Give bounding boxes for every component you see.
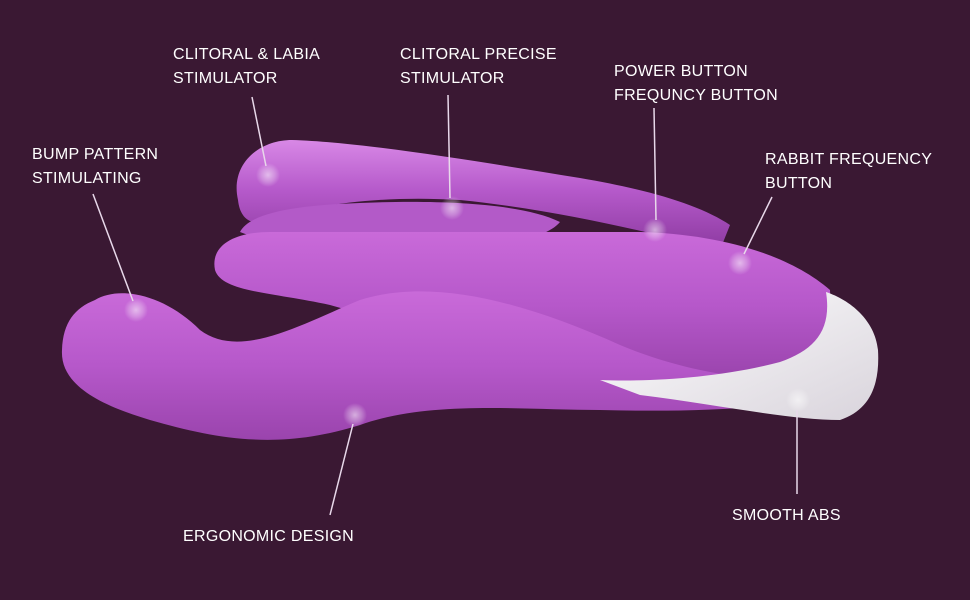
callout-power-button-line1: POWER BUTTON (614, 63, 748, 80)
callout-clitoral-labia-line2: STIMULATOR (173, 70, 278, 87)
pointer-labia (251, 96, 267, 167)
pointer-rabbit (743, 196, 773, 255)
callout-power-button-line2: FREQUNCY BUTTON (614, 87, 778, 104)
clitoral-labia-arm (236, 140, 730, 250)
callout-rabbit-frequency-line2: BUTTON (765, 175, 833, 192)
callout-ergonomic-line1: ERGONOMIC DESIGN (183, 528, 355, 545)
hotspot-bump (124, 298, 148, 322)
callout-bump-pattern-line1: BUMP PATTERN (32, 146, 159, 163)
hotspot-abs (786, 388, 810, 412)
callout-clitoral-precise-line2: STIMULATOR (400, 70, 505, 87)
abs-base (600, 292, 879, 420)
callout-clitoral-labia: CLITORAL & LABIA STIMULATOR (173, 43, 320, 91)
callout-smooth-abs: SMOOTH ABS (732, 504, 841, 528)
hotspot-rabbit (728, 251, 752, 275)
pointer-power (653, 107, 657, 221)
pointer-bump (92, 193, 134, 302)
hotspot-power (643, 218, 667, 242)
callout-smooth-abs-line1: SMOOTH ABS (732, 507, 841, 524)
callout-clitoral-precise: CLITORAL PRECISE STIMULATOR (400, 43, 557, 91)
curved-body (61, 291, 821, 440)
pointer-ergonomic (329, 423, 354, 516)
callout-bump-pattern-line2: STIMULATING (32, 170, 142, 187)
main-shaft (214, 232, 832, 379)
callout-rabbit-frequency: RABBIT FREQUENCY BUTTON (765, 148, 932, 196)
callout-rabbit-frequency-line1: RABBIT FREQUENCY (765, 151, 933, 168)
callout-clitoral-precise-line1: CLITORAL PRECISE (400, 46, 557, 63)
callout-bump-pattern: BUMP PATTERN STIMULATING (32, 143, 158, 191)
hotspot-ergonomic (343, 403, 367, 427)
callout-clitoral-labia-line1: CLITORAL & LABIA (173, 46, 321, 63)
hotspot-labia (256, 163, 280, 187)
callout-ergonomic: ERGONOMIC DESIGN (183, 525, 354, 549)
callout-power-button: POWER BUTTON FREQUNCY BUTTON (614, 60, 778, 108)
pointer-precise (447, 94, 451, 199)
hotspot-precise (440, 196, 464, 220)
